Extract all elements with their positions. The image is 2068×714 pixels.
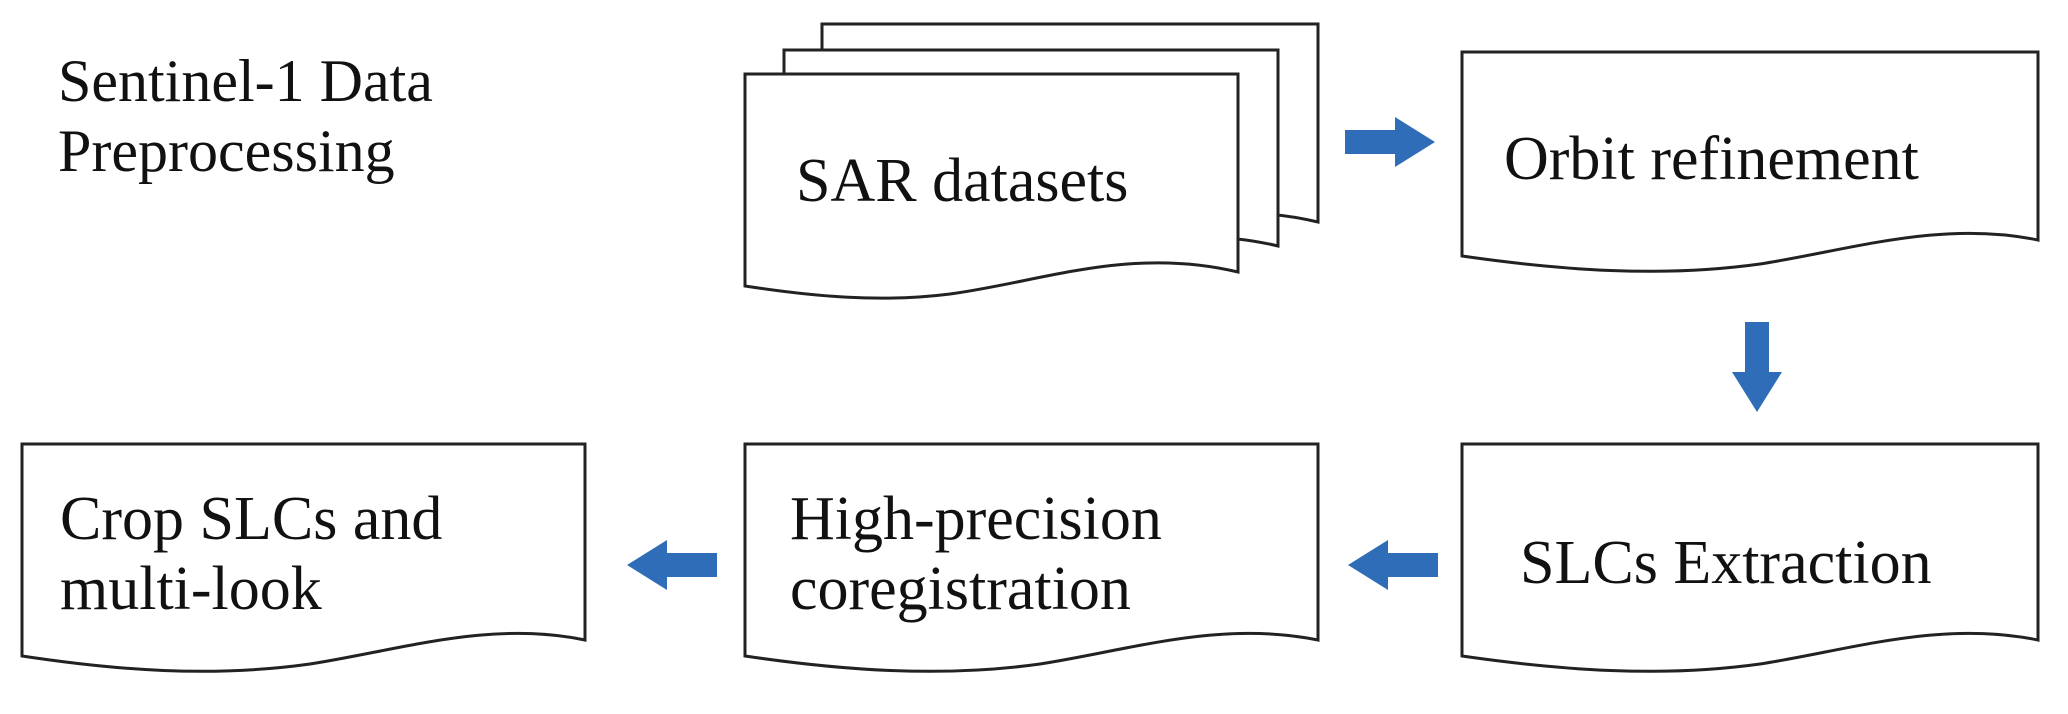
- node-label-crop-line2: multi-look: [60, 555, 322, 624]
- document-shape-slcs-extraction: [1460, 442, 2040, 673]
- node-label-sar-datasets: SAR datasets: [796, 147, 1129, 215]
- document-shape-orbit-refinement: [1460, 50, 2040, 273]
- arrow-down-to-slcs: [1732, 322, 1782, 412]
- node-label-coregistration: High-precision coregistration: [790, 484, 1162, 624]
- node-label-orbit-refinement: Orbit refinement: [1504, 125, 1919, 193]
- diagram-title: Sentinel-1 Data Preprocessing: [58, 46, 433, 186]
- node-label-coregistration-line1: High-precision: [790, 485, 1162, 553]
- document-shape-front: [743, 72, 1240, 300]
- arrow-left-to-crop: [627, 540, 717, 590]
- document-shape-coregistration: [743, 442, 1320, 673]
- diagram-title-line1: Sentinel-1 Data: [58, 48, 433, 114]
- node-label-slcs-extraction: SLCs Extraction: [1520, 529, 1932, 597]
- arrow-right-to-orbit: [1345, 117, 1435, 167]
- document-shape-crop-slcs: [20, 442, 587, 673]
- diagram-title-line2: Preprocessing: [58, 118, 395, 185]
- arrow-left-to-coregistration: [1348, 540, 1438, 590]
- node-label-crop-slcs: Crop SLCs and multi-look: [60, 484, 442, 624]
- node-label-coregistration-line2: coregistration: [790, 555, 1131, 624]
- node-label-crop-line1: Crop SLCs and: [60, 485, 443, 553]
- sar-datasets-stack: [743, 22, 1320, 300]
